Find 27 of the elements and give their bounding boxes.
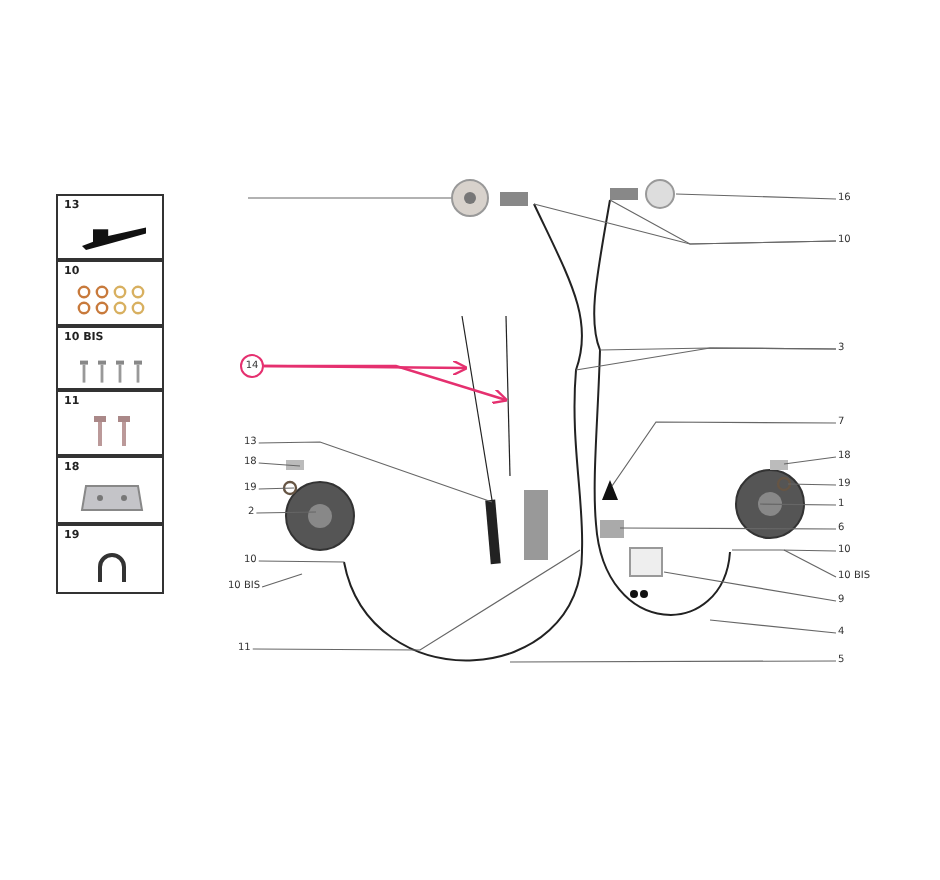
parts-panel	[56, 194, 164, 260]
leader-line	[663, 571, 837, 602]
leader-line	[783, 549, 837, 578]
leader-line	[787, 483, 837, 486]
leader-line	[575, 347, 837, 371]
leader-line	[252, 549, 581, 651]
leader-line	[619, 527, 837, 530]
leader-line	[258, 560, 345, 563]
parts-panel	[56, 524, 164, 594]
leader-line	[759, 503, 837, 506]
parts-panel	[56, 326, 164, 390]
leader-line	[533, 203, 837, 245]
leader-line	[261, 573, 303, 588]
parts-panel	[56, 260, 164, 326]
leader-line	[783, 456, 837, 465]
leader-line	[509, 660, 837, 663]
leader-arrow	[264, 364, 509, 405]
leader-line	[258, 462, 301, 467]
leader-line	[611, 421, 837, 487]
leader-line	[731, 549, 837, 552]
leader-line	[258, 441, 493, 503]
leader-line	[258, 487, 295, 490]
leader-line	[255, 511, 317, 514]
parts-panel	[56, 456, 164, 524]
leader-line	[675, 193, 837, 200]
parts-panel	[56, 390, 164, 456]
leader-line	[709, 619, 837, 634]
